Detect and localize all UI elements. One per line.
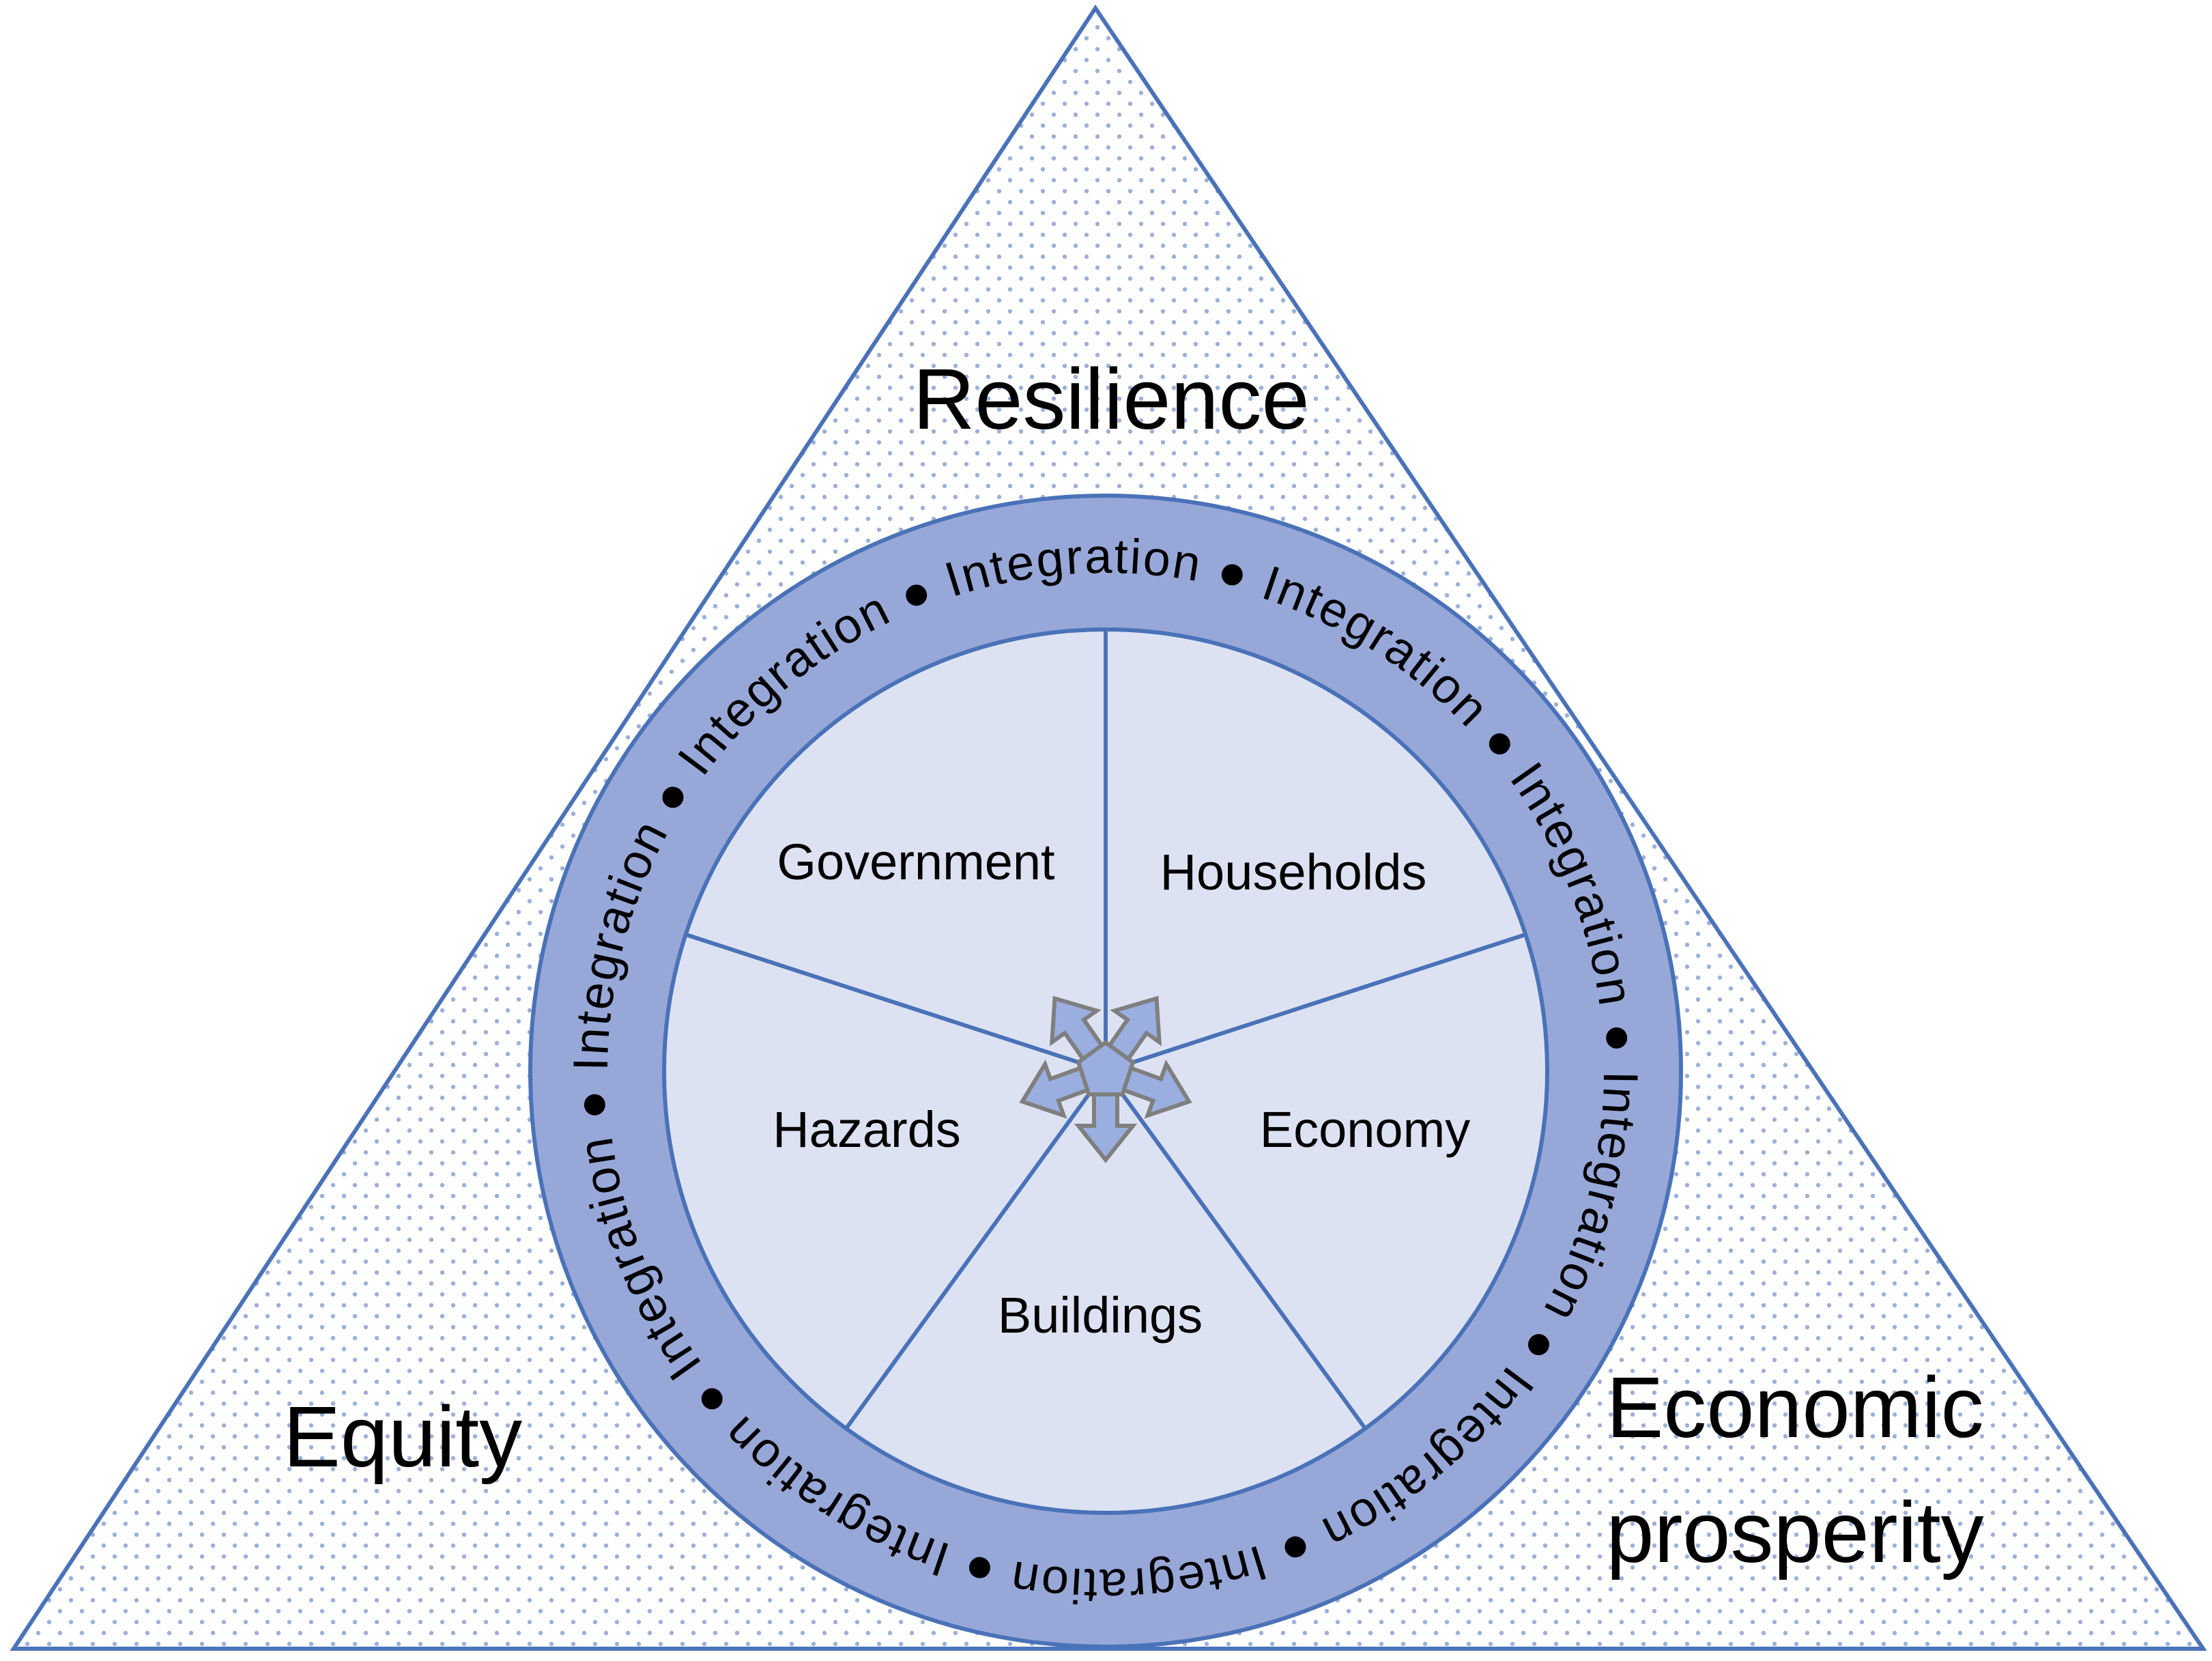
sector-households: Households	[1160, 844, 1427, 900]
divider-lower-right	[1104, 1070, 1367, 1430]
sector-buildings: Buildings	[998, 1287, 1203, 1344]
equity-label: Equity	[283, 1389, 522, 1485]
central-arrows-icon	[1019, 995, 1192, 1163]
arrow-4-icon	[1074, 1090, 1138, 1163]
arrow-2-icon	[1105, 995, 1162, 1064]
arrow-core-icon	[1076, 1040, 1136, 1096]
arrow-3-icon	[1118, 1059, 1192, 1119]
divider-lower-left	[844, 1070, 1108, 1430]
sector-hazards: Hazards	[773, 1101, 961, 1158]
arrow-5-icon	[1019, 1059, 1093, 1119]
sector-economy: Economy	[1260, 1101, 1470, 1158]
sector-dividers	[685, 629, 1526, 1430]
arrow-1-icon	[1049, 995, 1106, 1064]
prosperity-label: prosperity	[1606, 1484, 1983, 1580]
sector-government: Government	[777, 834, 1055, 890]
resilience-label: Resilience	[913, 351, 1309, 447]
economic-label: Economic	[1606, 1359, 1983, 1456]
divider-upper-right	[1105, 933, 1526, 1073]
divider-upper-left	[685, 933, 1106, 1073]
